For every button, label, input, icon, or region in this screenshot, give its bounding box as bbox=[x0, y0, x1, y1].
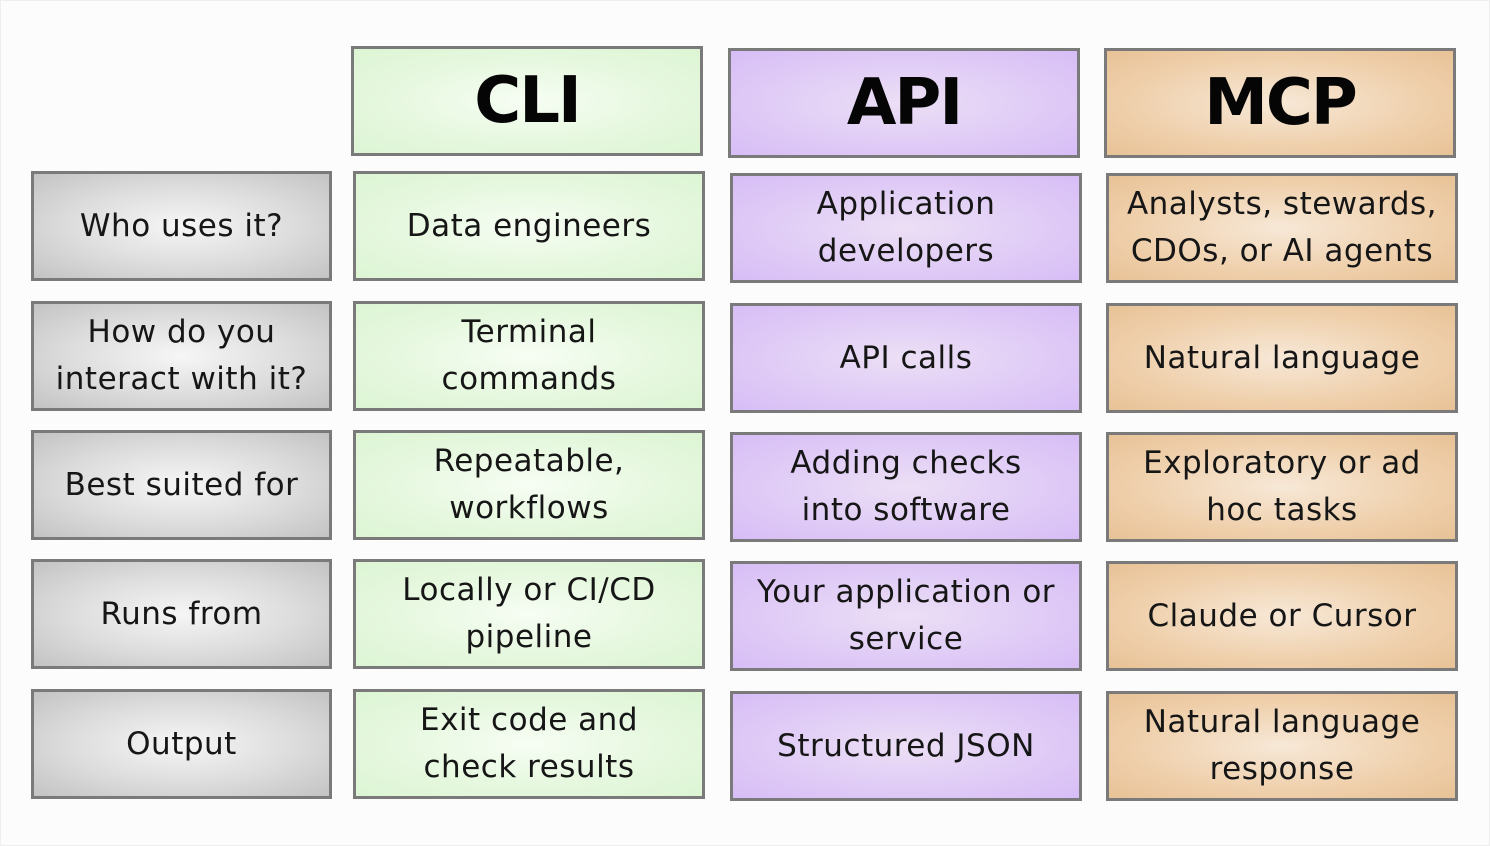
row-label-output: Output bbox=[31, 689, 332, 799]
header-mcp: MCP bbox=[1104, 48, 1456, 158]
cell-mcp-best-suited: Exploratory or ad hoc tasks bbox=[1106, 432, 1458, 542]
header-api: API bbox=[728, 48, 1080, 158]
cell-cli-output: Exit code and check results bbox=[353, 689, 705, 799]
cell-api-who-uses: Application developers bbox=[730, 173, 1082, 283]
cell-text: Repeatable, workflows bbox=[433, 443, 625, 526]
cell-text: Locally or CI/CD pipeline bbox=[402, 572, 656, 655]
row-label-best-suited: Best suited for bbox=[31, 430, 332, 540]
header-mcp-title: MCP bbox=[1204, 65, 1358, 140]
cell-mcp-who-uses: Analysts, stewards, CDOs, or AI agents bbox=[1106, 173, 1458, 283]
cell-cli-best-suited: Repeatable, workflows bbox=[353, 430, 705, 540]
cell-cli-runs-from: Locally or CI/CD pipeline bbox=[353, 559, 705, 669]
cell-text: API calls bbox=[839, 339, 973, 376]
cell-text: Your application or service bbox=[756, 574, 1056, 657]
row-label-text: How do you interact with it? bbox=[55, 314, 308, 397]
cell-api-interaction: API calls bbox=[730, 303, 1082, 413]
header-api-title: API bbox=[846, 65, 963, 140]
cell-text: Natural language bbox=[1143, 339, 1421, 376]
row-label-text: Best suited for bbox=[64, 466, 299, 503]
cell-text: Claude or Cursor bbox=[1147, 597, 1417, 634]
row-label-runs-from: Runs from bbox=[31, 559, 332, 669]
cell-cli-interaction: Terminal commands bbox=[353, 301, 705, 411]
cell-mcp-output: Natural language response bbox=[1106, 691, 1458, 801]
row-label-text: Runs from bbox=[100, 595, 263, 632]
cell-text: Natural language response bbox=[1143, 704, 1421, 787]
cell-api-runs-from: Your application or service bbox=[730, 561, 1082, 671]
row-label-text: Output bbox=[126, 725, 237, 762]
cell-api-best-suited: Adding checks into software bbox=[730, 432, 1082, 542]
header-cli-title: CLI bbox=[474, 63, 582, 138]
row-label-who-uses: Who uses it? bbox=[31, 171, 332, 281]
cell-cli-who-uses: Data engineers bbox=[353, 171, 705, 281]
cell-text: Terminal commands bbox=[441, 314, 617, 397]
cell-text: Exit code and check results bbox=[420, 702, 638, 785]
cell-text: Application developers bbox=[816, 186, 996, 269]
cell-text: Structured JSON bbox=[777, 727, 1035, 764]
row-label-interaction: How do you interact with it? bbox=[31, 301, 332, 411]
cell-text: Exploratory or ad hoc tasks bbox=[1143, 445, 1421, 528]
row-label-text: Who uses it? bbox=[79, 207, 284, 244]
cell-text: Data engineers bbox=[406, 207, 652, 244]
cell-api-output: Structured JSON bbox=[730, 691, 1082, 801]
cell-mcp-runs-from: Claude or Cursor bbox=[1106, 561, 1458, 671]
cell-text: Analysts, stewards, CDOs, or AI agents bbox=[1126, 186, 1438, 269]
cell-mcp-interaction: Natural language bbox=[1106, 303, 1458, 413]
cell-text: Adding checks into software bbox=[790, 445, 1022, 528]
header-cli: CLI bbox=[351, 46, 703, 156]
